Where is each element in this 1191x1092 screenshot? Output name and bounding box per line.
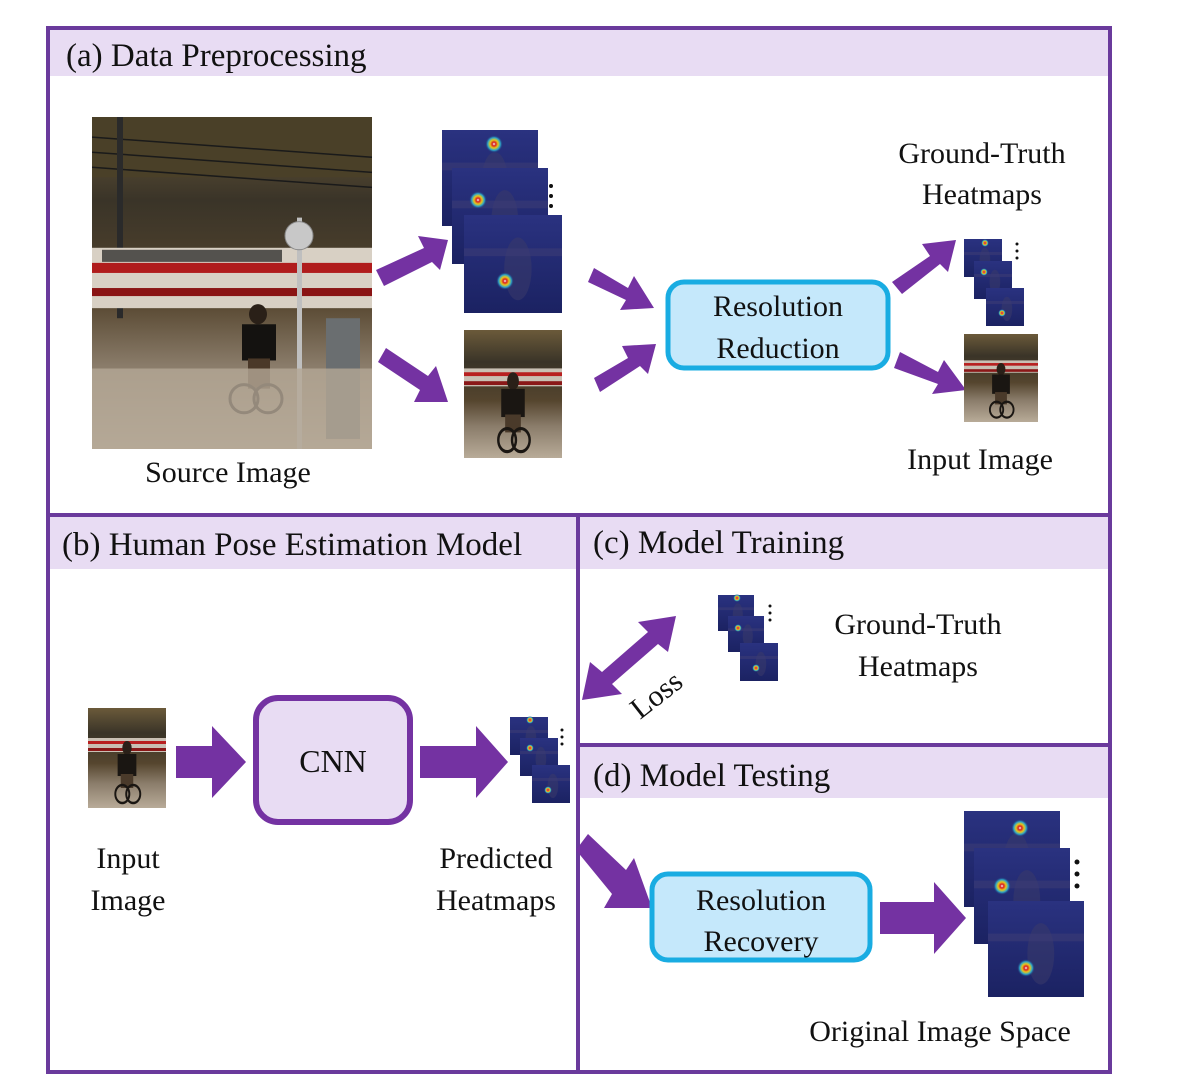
arrow-reduction-to-gt <box>892 240 956 294</box>
resolution-reduction-box <box>665 279 891 371</box>
recovered-heatmap-stack <box>964 811 1084 997</box>
hotspot-3 <box>496 272 514 290</box>
arrow-reduction-to-input <box>894 352 966 394</box>
resolution-reduction-line1: Resolution <box>713 290 843 323</box>
panel-b: Input Image CNN Predicted Heatmaps <box>88 695 570 917</box>
loss-double-arrow <box>582 616 676 700</box>
hotspot-1 <box>485 135 503 153</box>
input-label-line2: Image <box>91 884 166 917</box>
training-gt-heatmap-stack <box>718 594 778 681</box>
panel-c-title: (c) Model Training <box>593 525 844 561</box>
arrow-cnn-to-predicted <box>420 726 508 798</box>
resolution-recovery-line2: Recovery <box>704 925 819 958</box>
source-image-label: Source Image <box>145 456 311 489</box>
original-space-label: Original Image Space <box>809 1015 1071 1048</box>
cnn-box <box>253 695 413 825</box>
input-label-line1: Input <box>96 842 160 875</box>
arrow-source-to-heatmaps <box>376 236 448 286</box>
panel-a: Source Image Resolution Reduction Ground… <box>92 117 1066 489</box>
arrow-predicted-to-recovery <box>576 834 652 908</box>
arrow-source-to-crop <box>378 348 448 402</box>
panel-d: Resolution Recovery Original Image Space <box>576 811 1084 1048</box>
loss-label: Loss <box>624 665 689 726</box>
training-gt-label-line1: Ground-Truth <box>834 608 1001 641</box>
ellipsis-dots-b <box>560 728 564 746</box>
panel-d-header <box>579 746 1110 798</box>
recovered-heatmap-3 <box>988 901 1084 997</box>
arrow-recovery-to-output <box>880 882 966 954</box>
training-gt-heatmap-3 <box>740 643 778 681</box>
ellipsis-dots-a1 <box>549 184 553 208</box>
ellipsis-dots-a2 <box>1015 242 1019 260</box>
hotspot-2 <box>469 191 487 209</box>
gt-heatmaps-label-line1: Ground-Truth <box>898 137 1065 170</box>
highres-heatmap-3 <box>464 215 562 313</box>
cropped-image <box>464 330 562 458</box>
ellipsis-dots-c <box>768 604 772 622</box>
panel-b-header <box>48 517 578 569</box>
panel-d-title: (d) Model Testing <box>593 758 830 794</box>
predicted-label-line2: Heatmaps <box>436 884 556 917</box>
gt-heatmaps-label-line2: Heatmaps <box>922 178 1042 211</box>
panel-a-title: (a) Data Preprocessing <box>66 38 367 74</box>
cnn-label: CNN <box>299 743 367 779</box>
resolution-reduction-line2: Reduction <box>716 332 839 365</box>
arrow-crop-to-reduction <box>594 344 656 392</box>
training-gt-label-line2: Heatmaps <box>858 650 978 683</box>
predicted-heatmap-3 <box>532 765 570 803</box>
input-image-label: Input Image <box>907 443 1053 476</box>
ellipsis-dots-d <box>1074 859 1080 889</box>
predicted-heatmap-stack <box>510 716 570 803</box>
predicted-label-line1: Predicted <box>439 842 552 875</box>
panel-c: Loss Ground-Truth Heatmaps <box>582 594 1002 726</box>
resolution-recovery-box <box>649 871 873 963</box>
lowres-gt-heatmap-stack <box>964 239 1024 326</box>
source-image <box>92 117 372 449</box>
panel-a-header <box>48 28 1110 76</box>
arrow-heatmaps-to-reduction <box>588 268 654 310</box>
panel-c-header <box>579 517 1110 569</box>
lowres-input-image <box>964 334 1038 422</box>
highres-heatmap-stack <box>442 130 562 313</box>
arrow-input-to-cnn <box>176 726 246 798</box>
panel-frames <box>46 26 1112 1074</box>
model-input-image <box>88 708 166 808</box>
resolution-recovery-line1: Resolution <box>696 884 826 917</box>
panel-b-title: (b) Human Pose Estimation Model <box>62 527 522 563</box>
lowres-gt-heatmap-3 <box>986 288 1024 326</box>
